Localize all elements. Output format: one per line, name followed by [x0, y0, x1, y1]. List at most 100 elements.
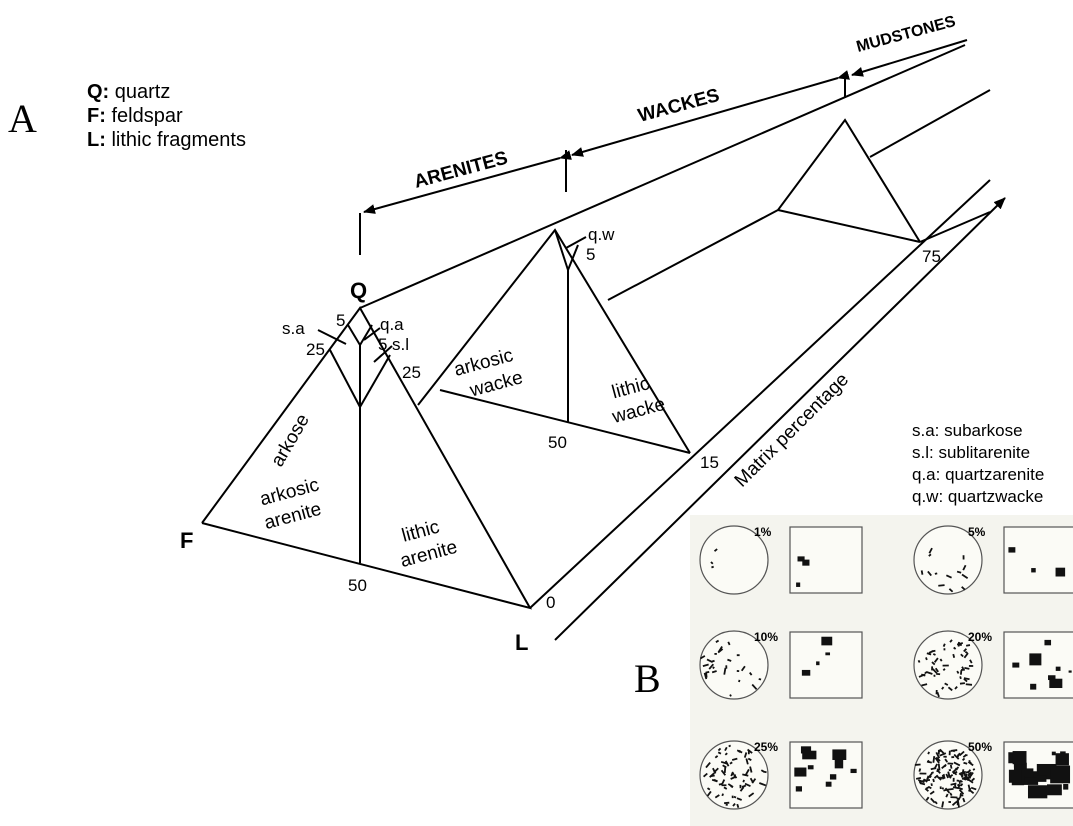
- matrix-block: [1055, 753, 1069, 766]
- grain-mark: [952, 749, 956, 753]
- grain-mark: [970, 786, 977, 791]
- grain-mark: [931, 661, 936, 666]
- grain-mark: [963, 773, 968, 781]
- grain-mark: [952, 786, 959, 790]
- grain-mark: [710, 561, 714, 565]
- grain-mark: [711, 778, 718, 783]
- grain-mark: [938, 584, 945, 587]
- sample-square: [1003, 526, 1073, 594]
- grain-mark: [724, 746, 728, 752]
- grain-mark: [749, 766, 753, 773]
- grain-mark: [714, 652, 717, 655]
- grain-mark: [731, 771, 735, 775]
- matrix-block: [850, 768, 857, 774]
- grain-mark: [936, 769, 941, 774]
- grain-mark: [963, 677, 970, 681]
- grain-mark: [966, 769, 972, 774]
- matrix-block: [800, 746, 812, 754]
- matrix-block: [825, 652, 831, 656]
- percentage-label: 50%: [968, 740, 992, 754]
- grain-mark: [952, 771, 958, 775]
- grain-mark: [710, 774, 715, 778]
- grain-mark: [729, 694, 732, 697]
- matrix-block: [1049, 678, 1063, 689]
- grain-mark: [941, 776, 946, 780]
- grain-mark: [939, 748, 946, 755]
- grain-mark: [941, 686, 945, 690]
- grain-mark: [950, 796, 958, 799]
- grain-mark: [942, 643, 946, 647]
- grain-mark: [963, 678, 968, 683]
- grain-mark: [924, 787, 929, 792]
- axis-label: Matrix percentage: [731, 369, 853, 491]
- grain-mark: [947, 686, 953, 692]
- matrix-block: [1055, 666, 1061, 671]
- grain-mark: [939, 786, 942, 790]
- grain-mark: [944, 682, 949, 686]
- grain-mark: [714, 794, 720, 799]
- grain-mark: [914, 763, 921, 766]
- grain-mark: [733, 795, 737, 799]
- wacke-inner-line: [567, 244, 579, 271]
- grain-mark: [924, 671, 928, 675]
- grain-mark: [748, 792, 755, 798]
- grain-mark: [738, 679, 741, 683]
- grain-mark: [920, 570, 924, 575]
- grain-mark: [960, 653, 964, 658]
- grain-mark: [723, 786, 728, 790]
- grain-mark: [969, 659, 973, 664]
- grain-mark: [926, 652, 932, 656]
- grain-mark: [952, 777, 955, 782]
- grain-mark: [730, 772, 734, 777]
- grain-mark: [733, 773, 737, 777]
- percentage-label: 10%: [754, 630, 778, 644]
- grain-mark: [929, 790, 935, 795]
- grain-mark: [717, 751, 722, 755]
- grain-mark: [727, 641, 731, 646]
- grain-mark: [933, 657, 939, 663]
- grain-mark: [950, 782, 957, 786]
- matrix-block: [1013, 762, 1027, 773]
- matrix-block: [1031, 568, 1036, 573]
- grain-mark: [967, 761, 974, 767]
- grain-mark: [948, 588, 954, 593]
- subfield-sl-label: s.l: [392, 335, 409, 354]
- grain-mark: [957, 801, 960, 808]
- grain-mark: [720, 769, 727, 776]
- mudstone-triangle: [607, 118, 921, 301]
- grain-mark: [965, 683, 973, 686]
- grain-mark: [723, 667, 727, 675]
- grain-mark: [939, 658, 943, 662]
- grain-mark: [925, 657, 928, 661]
- value-5-label: 5: [586, 245, 595, 264]
- mudstones-arrow: [851, 39, 968, 77]
- grain-mark: [958, 789, 965, 795]
- grain-mark: [954, 784, 957, 788]
- matrix-block: [795, 786, 802, 792]
- leader-line: [317, 329, 347, 345]
- ridge-line-l: [529, 179, 991, 609]
- matrix-block: [1047, 784, 1062, 796]
- grain-mark: [758, 678, 762, 681]
- grain-mark: [703, 672, 708, 680]
- sample-circle: [913, 740, 983, 810]
- panel-a-label: A: [8, 96, 37, 141]
- matrix-axis-arrow: [554, 197, 1006, 641]
- grain-mark: [956, 752, 961, 758]
- matrix-block: [1027, 785, 1048, 799]
- grain-mark: [941, 773, 946, 777]
- wacke-inner-line: [554, 229, 569, 271]
- field-lithic-arenite-label: lithicarenite: [392, 514, 460, 573]
- grain-mark: [930, 767, 937, 771]
- comparison-chart-graphic: 1%5%10%20%25%50%: [699, 525, 1073, 810]
- arenite-inner-line: [359, 354, 391, 408]
- grain-mark: [705, 761, 711, 769]
- grain-mark: [742, 773, 749, 777]
- grain-mark: [918, 779, 925, 784]
- grain-mark: [708, 663, 715, 670]
- grain-mark: [937, 749, 941, 753]
- grain-mark: [927, 570, 932, 577]
- matrix-block: [1029, 653, 1042, 666]
- grain-mark: [747, 748, 753, 754]
- grain-mark: [949, 764, 953, 769]
